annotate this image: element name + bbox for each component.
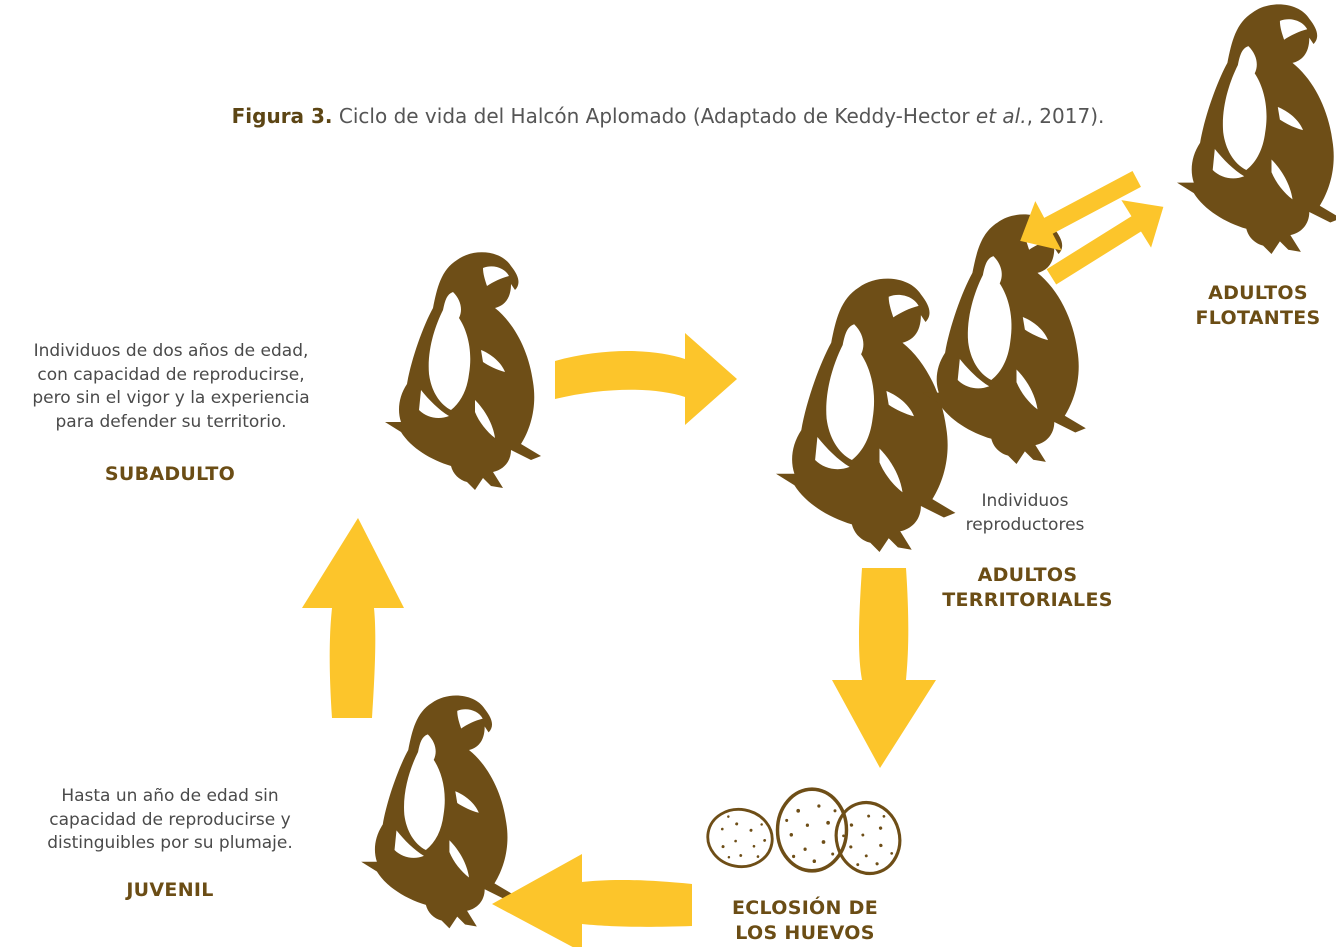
arrow-juvenile-to-subadult <box>302 518 404 718</box>
territorial-label: ADULTOS TERRITORIALES <box>942 564 1113 611</box>
falcon-icon <box>361 695 515 929</box>
eggs-icon <box>701 787 910 883</box>
subadult-description: Individuos de dos años de edad, con capa… <box>32 341 310 432</box>
falcon-icon <box>1177 4 1336 255</box>
caption-italic: et al. <box>975 104 1027 128</box>
caption-end: , 2017). <box>1026 104 1105 128</box>
caption-text: Ciclo de vida del Halcón Aplomado (Adapt… <box>338 104 970 128</box>
arrow-subadult-to-territorial <box>555 333 737 425</box>
juvenile-description: Hasta un año de edad sin capacidad de re… <box>47 786 293 853</box>
egg-icon <box>701 802 779 874</box>
territorial-description: Individuos reproductores <box>965 491 1085 535</box>
falcon-icon <box>385 252 541 490</box>
hatching-label: ECLOSIÓN DE LOS HUEVOS <box>732 897 878 944</box>
figure-caption: Figura 3. Ciclo de vida del Halcón Aplom… <box>0 104 1336 128</box>
falcon-icon <box>776 278 956 552</box>
falcon-icon <box>922 214 1086 464</box>
arrow-hatching-to-juvenile <box>492 854 692 947</box>
floating-label: ADULTOS FLOTANTES <box>1195 282 1321 329</box>
caption-lead: Figura 3. <box>231 104 333 128</box>
subadult-label: SUBADULTO <box>104 463 236 485</box>
juvenile-label: JUVENIL <box>126 879 214 901</box>
